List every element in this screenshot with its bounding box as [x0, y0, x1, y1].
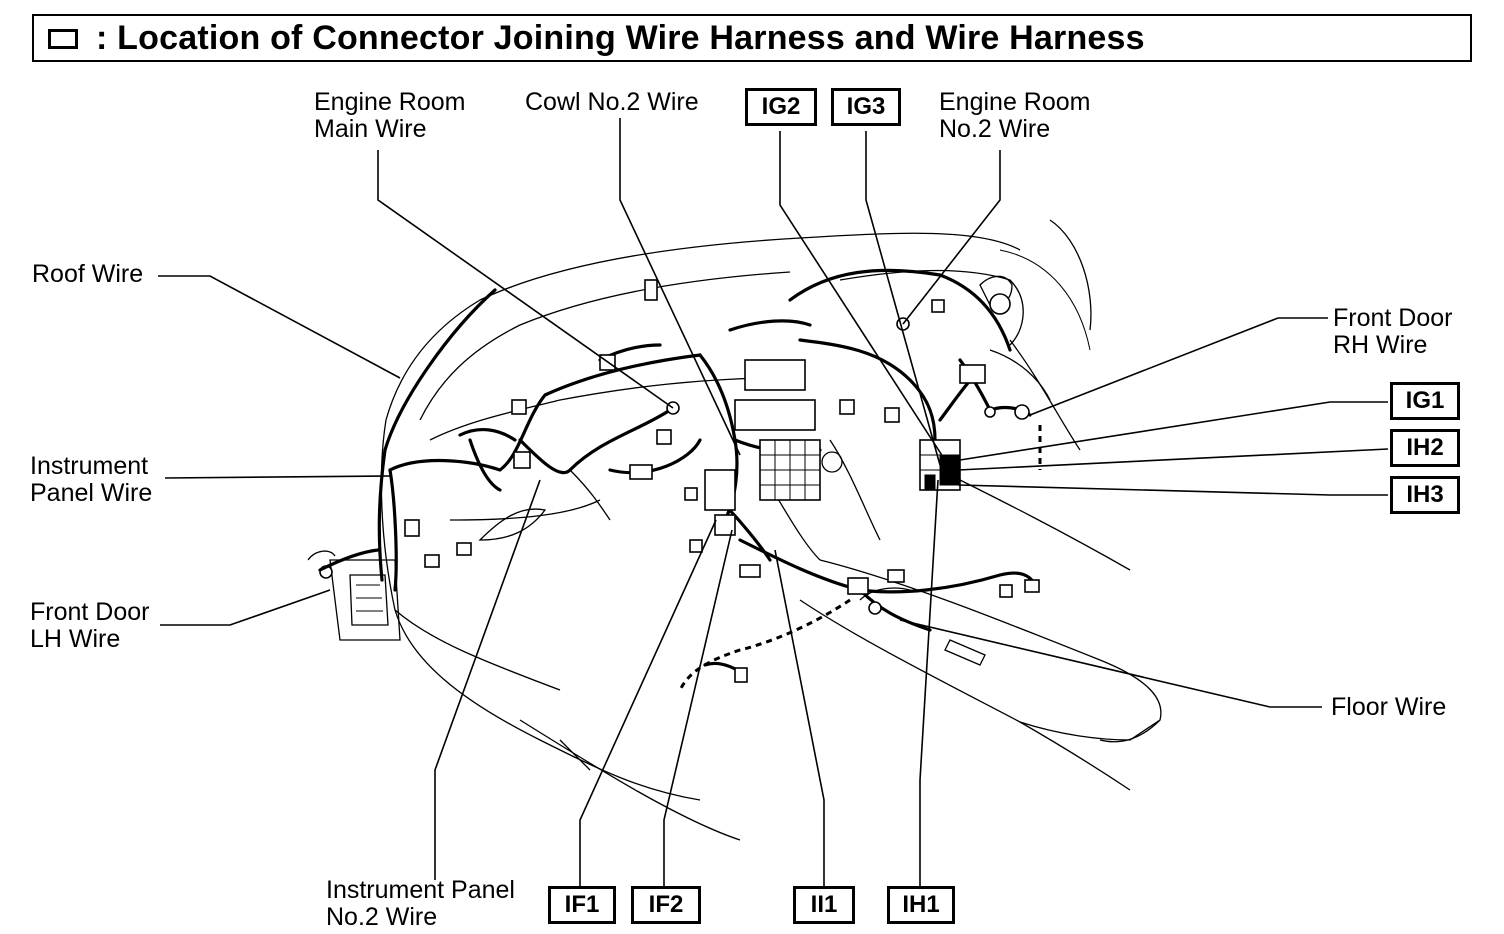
label-floor-wire: Floor Wire — [1331, 693, 1447, 721]
label-line: No.2 Wire — [939, 115, 1051, 143]
connector-ig2: IG2 — [745, 88, 817, 126]
left-door-area — [307, 550, 401, 641]
label-line: LH Wire — [30, 625, 121, 653]
label-line: Front Door — [1333, 304, 1453, 332]
leader-lines — [158, 118, 1389, 886]
connector-if1: IF1 — [548, 886, 616, 924]
connector-ih3: IH3 — [1390, 476, 1460, 514]
connector-legend-icon — [48, 29, 78, 49]
connector-ig1: IG1 — [1390, 382, 1460, 420]
label-roof-wire: Roof Wire — [32, 260, 144, 288]
connector-ih1: IH1 — [887, 886, 955, 924]
title-bar: : Location of Connector Joining Wire Har… — [32, 14, 1472, 62]
connector-ii1: II1 — [793, 886, 855, 924]
label-line: Panel Wire — [30, 479, 153, 507]
label-line: Front Door — [30, 598, 150, 626]
label-line: Engine Room — [939, 88, 1091, 116]
label-line: No.2 Wire — [326, 903, 438, 931]
label-line: Instrument Panel — [326, 876, 515, 904]
label-line: RH Wire — [1333, 331, 1428, 359]
label-line: Engine Room — [314, 88, 466, 116]
connector-ig3: IG3 — [831, 88, 901, 126]
connector-if2: IF2 — [631, 886, 701, 924]
connector-ih2: IH2 — [1390, 429, 1460, 467]
label-line: Main Wire — [314, 115, 427, 143]
instrument-panel-outline — [380, 219, 1131, 841]
label-line: Instrument — [30, 452, 149, 480]
harness-connectors — [404, 279, 1040, 683]
page-title: : Location of Connector Joining Wire Har… — [96, 19, 1145, 57]
label-cowl-no2-wire: Cowl No.2 Wire — [525, 88, 699, 116]
wire-harness — [318, 268, 1042, 691]
